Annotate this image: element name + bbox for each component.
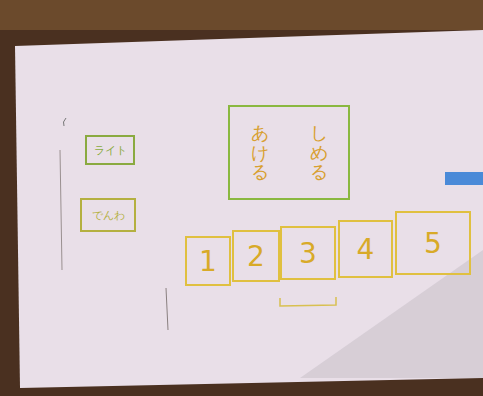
bracket-mark (280, 297, 336, 306)
number-label: 3 (299, 237, 317, 270)
number-box: 4 (338, 220, 393, 278)
number-box: 5 (395, 211, 471, 275)
button-box: でんわ (80, 198, 136, 232)
pencil-line (166, 288, 168, 330)
button-label: ライト (94, 143, 127, 158)
number-box: 2 (232, 230, 280, 282)
control-box: あける しめる (228, 105, 350, 200)
number-label: 1 (199, 245, 217, 278)
number-label: 4 (357, 233, 375, 266)
button-box: ライト (85, 135, 135, 165)
paper-sheet (15, 30, 483, 388)
vertical-label: あける (251, 123, 269, 182)
number-box: 3 (280, 226, 336, 280)
number-label: 5 (424, 227, 442, 260)
pencil-mark (63, 118, 66, 126)
number-box: 1 (185, 236, 231, 286)
vertical-label: しめる (310, 123, 328, 182)
pencil-line (60, 150, 62, 270)
wood-grain (0, 0, 483, 30)
button-label: でんわ (92, 208, 125, 223)
number-label: 2 (247, 240, 265, 273)
blue-tape (445, 172, 483, 185)
